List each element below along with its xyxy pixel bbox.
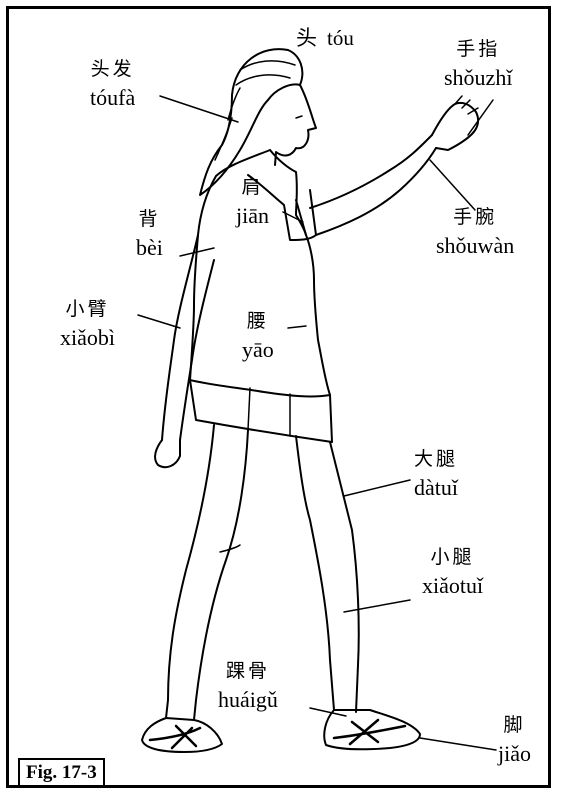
left-hand-drawing xyxy=(155,440,180,467)
face-drawing xyxy=(275,85,316,165)
figure-caption: Fig. 17-3 xyxy=(18,758,105,787)
label-xiaotui-zh: 小腿 xyxy=(422,548,483,567)
label-jiao-py: jiǎo xyxy=(498,743,531,765)
label-yao-zh: 腰 xyxy=(242,312,274,331)
label-toufa-py: tóufà xyxy=(90,87,135,109)
label-yao-py: yāo xyxy=(242,339,274,361)
label-yao: 腰 yāo xyxy=(242,312,274,361)
label-jiao: 脚 jiǎo xyxy=(498,716,531,765)
label-jiao-zh: 脚 xyxy=(498,716,531,735)
label-toufa-zh: 头发 xyxy=(90,60,135,79)
label-bei: 背 bèi xyxy=(136,210,163,259)
label-huaigu-zh: 踝骨 xyxy=(218,662,278,681)
label-shouzhi-py: shǒuzhǐ xyxy=(444,67,512,89)
front-shoe-drawing xyxy=(324,710,420,749)
label-xiaobi: 小臂 xiǎobì xyxy=(60,300,115,349)
label-xiaobi-py: xiǎobì xyxy=(60,327,115,349)
label-shouwan-py: shǒuwàn xyxy=(436,235,514,257)
label-jian: 肩 jiān xyxy=(236,178,269,227)
skirt-drawing xyxy=(190,380,332,442)
label-xiaotui-py: xiǎotuǐ xyxy=(422,575,483,597)
label-huaigu: 踝骨 huáigǔ xyxy=(218,662,278,711)
label-tou-zh: 头 xyxy=(296,26,317,50)
label-tou-py: tóu xyxy=(327,26,354,50)
left-arm-drawing xyxy=(162,235,214,440)
label-xiaobi-zh: 小臂 xyxy=(60,300,115,319)
label-datui-py: dàtuǐ xyxy=(414,477,458,499)
label-xiaotui: 小腿 xiǎotuǐ xyxy=(422,548,483,597)
label-bei-zh: 背 xyxy=(136,210,163,229)
right-arm-drawing xyxy=(310,135,436,235)
label-jian-zh: 肩 xyxy=(236,178,269,197)
label-toufa: 头发 tóufà xyxy=(90,60,135,109)
label-tou: 头 tóu xyxy=(296,28,354,49)
label-shouzhi: 手指 shǒuzhǐ xyxy=(444,40,512,89)
label-huaigu-py: huáigǔ xyxy=(218,689,278,711)
label-shouwan-zh: 手腕 xyxy=(436,208,514,227)
label-bei-py: bèi xyxy=(136,237,163,259)
label-datui: 大腿 dàtuǐ xyxy=(414,450,458,499)
hand-drawing xyxy=(432,103,478,150)
label-shouwan: 手腕 shǒuwàn xyxy=(436,208,514,257)
label-datui-zh: 大腿 xyxy=(414,450,458,469)
front-leg-drawing xyxy=(296,436,359,712)
hair-drawing xyxy=(200,49,302,195)
label-shouzhi-zh: 手指 xyxy=(444,40,512,59)
label-jian-py: jiān xyxy=(236,205,269,227)
